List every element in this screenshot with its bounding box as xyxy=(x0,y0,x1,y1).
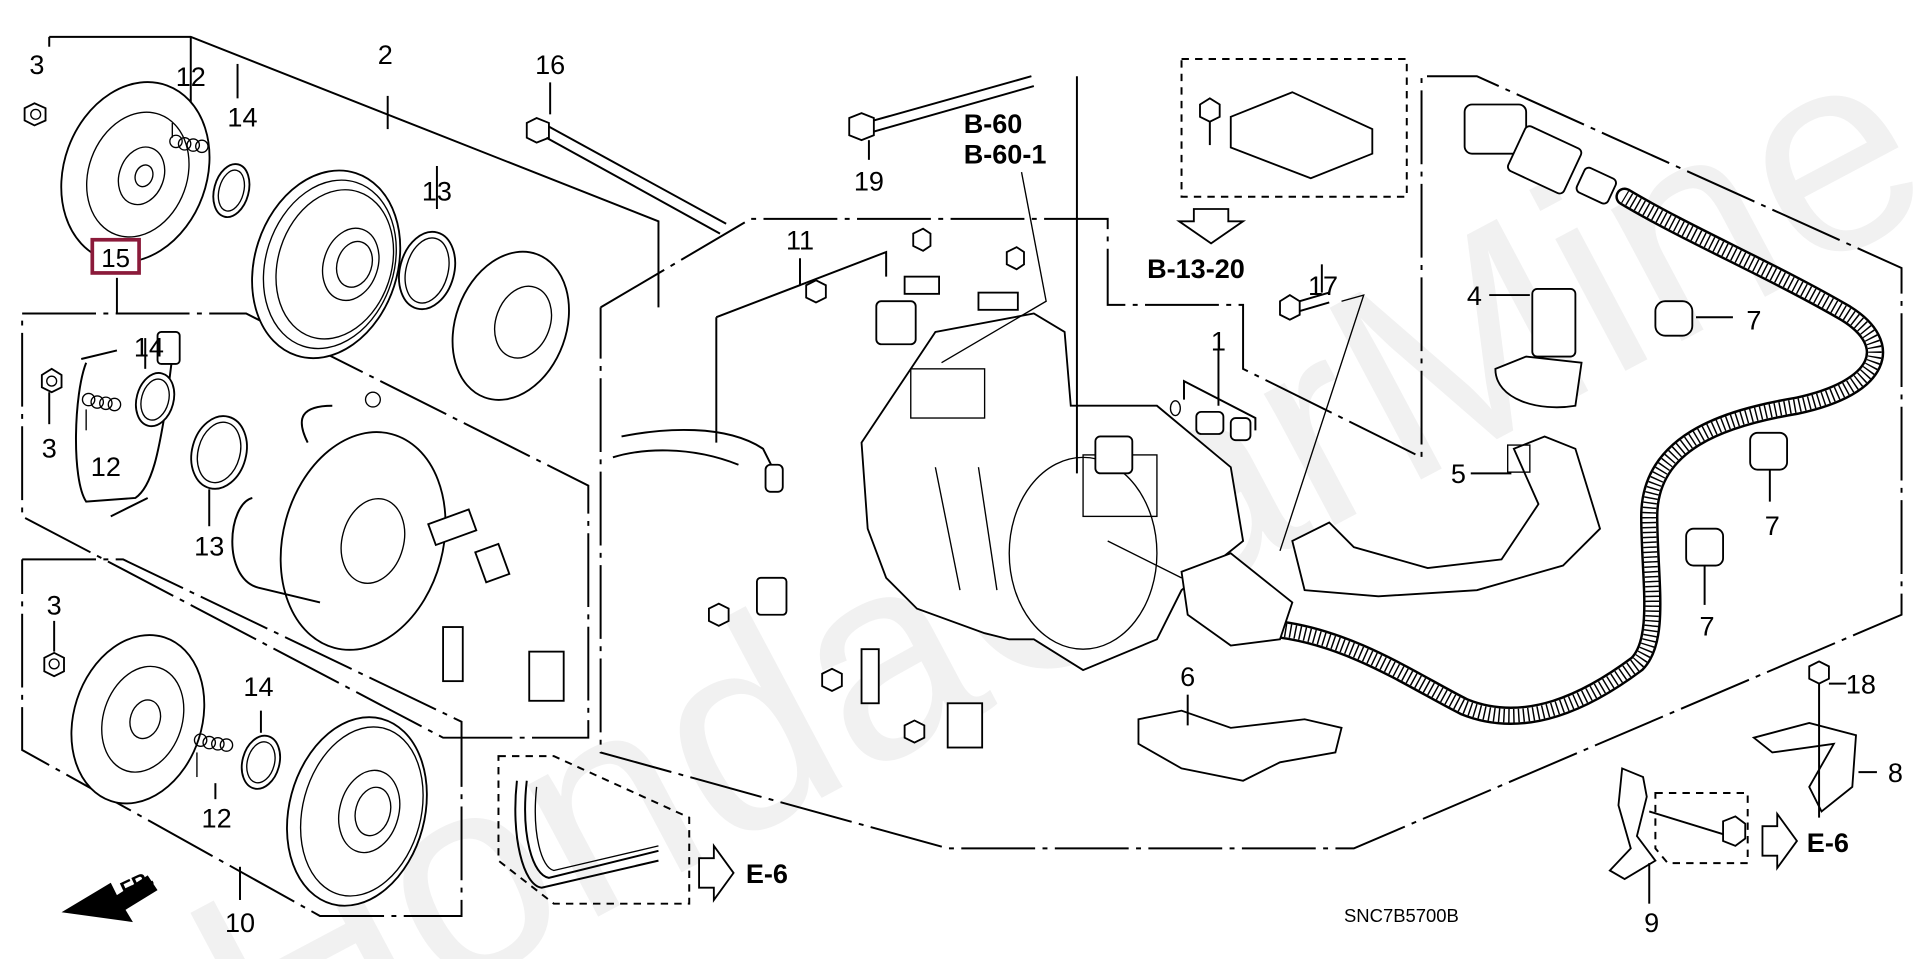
part-hose xyxy=(1270,103,1885,725)
part-field-coil xyxy=(231,391,447,651)
part-drive-belt xyxy=(514,780,659,889)
ref-b13-20[interactable]: B-13-20 xyxy=(1147,254,1245,284)
callout-2: 2 xyxy=(378,40,393,70)
arrow-left-icon xyxy=(61,875,158,923)
arrow-right-icon-bracket xyxy=(1761,811,1799,871)
callout-12-top: 12 xyxy=(176,62,206,92)
callout-11: 11 xyxy=(786,226,814,256)
callout-14-top: 14 xyxy=(227,103,257,133)
part-14-snap-ring-mid xyxy=(134,372,176,428)
bracket-1 xyxy=(1183,379,1257,431)
part-17-bolt xyxy=(1279,291,1330,321)
callout-18: 18 xyxy=(1846,669,1876,699)
callout-9: 9 xyxy=(1644,908,1659,938)
part-13-snap-ring-top xyxy=(398,230,457,311)
part-19-bolt xyxy=(848,75,1035,142)
callout-7a: 7 xyxy=(1746,306,1761,336)
part-14-snap-ring-top xyxy=(212,163,251,218)
callout-1: 1 xyxy=(1211,326,1226,356)
part-armature-plate-bottom xyxy=(70,634,206,805)
part-3-nut-mid xyxy=(40,367,63,394)
part-pulley-bottom xyxy=(286,716,428,907)
frame-belt xyxy=(497,755,691,905)
part-wire-harness-coil xyxy=(75,331,181,518)
part-1-fitting xyxy=(1169,400,1252,442)
callout-8: 8 xyxy=(1888,758,1903,788)
part-8-bracket xyxy=(1751,721,1857,813)
part-11-cable xyxy=(612,429,784,493)
callout-10: 10 xyxy=(225,908,255,938)
diagram-code: SNC7B5700B xyxy=(1344,905,1459,926)
part-16-bolt xyxy=(525,117,727,235)
callout-16: 16 xyxy=(535,50,565,80)
callout-19: 19 xyxy=(854,167,884,197)
pointer-b60 xyxy=(941,172,1047,364)
part-13-snap-ring-mid xyxy=(190,415,248,490)
callout-7c: 7 xyxy=(1700,612,1715,642)
part-7-clip-b xyxy=(1749,431,1789,471)
callout-7b: 7 xyxy=(1765,511,1780,541)
part-4-clamp xyxy=(1494,288,1583,409)
arrow-right-icon-belt xyxy=(698,843,735,903)
arrow-down-icon xyxy=(1176,208,1247,245)
frame-compressor xyxy=(599,75,1903,850)
part-12-shims-top xyxy=(169,122,209,154)
callout-13-mid: 13 xyxy=(194,532,224,562)
part-6-cover xyxy=(1137,709,1343,782)
leader-11 xyxy=(715,250,888,319)
part-coil-brackets xyxy=(427,508,565,702)
callout-3-mid: 3 xyxy=(42,433,57,463)
part-3-nut-bottom xyxy=(43,651,65,678)
part-compressor-body xyxy=(860,312,1245,672)
callout-15: 15 xyxy=(101,245,130,273)
frame-bracket-bolt xyxy=(1654,792,1749,865)
callout-3-top: 3 xyxy=(29,50,44,80)
part-14-snap-ring-bottom xyxy=(240,734,282,790)
part-bracket-clips-top xyxy=(805,227,1025,346)
callout-15-box xyxy=(90,237,141,275)
callout-12-bottom: 12 xyxy=(202,803,232,833)
callout-13-top: 13 xyxy=(422,176,452,206)
frame-clutch-assembly xyxy=(49,35,660,308)
ref-b60-1[interactable]: B-60-1 xyxy=(964,140,1047,170)
callout-14-bottom: 14 xyxy=(243,672,273,702)
part-pulley-top xyxy=(251,169,402,360)
callout-3-bottom: 3 xyxy=(47,591,62,621)
part-field-coil-housing-top xyxy=(451,250,570,401)
frame-field-coil xyxy=(21,312,590,739)
part-7-clip-a xyxy=(1654,300,1694,337)
part-3-nut-top xyxy=(23,102,47,127)
callout-17: 17 xyxy=(1308,271,1338,301)
callout-12-mid: 12 xyxy=(91,452,121,482)
ref-e6-bracket[interactable]: E-6 xyxy=(1807,828,1849,858)
ref-e6-belt[interactable]: E-6 xyxy=(746,859,788,889)
callout-6: 6 xyxy=(1180,662,1195,692)
callout-5: 5 xyxy=(1451,459,1466,489)
part-7-clip-c xyxy=(1685,527,1725,567)
callout-4: 4 xyxy=(1467,281,1482,311)
part-bottom-clips xyxy=(708,576,984,749)
ref-b60[interactable]: B-60 xyxy=(964,109,1023,139)
part-sensor xyxy=(1199,91,1374,180)
pointer-17 xyxy=(1279,294,1365,552)
callout-14-mid: 14 xyxy=(134,333,164,363)
front-arrow: FR. xyxy=(61,867,158,923)
part-compressor-outlet xyxy=(1180,552,1294,647)
frame-sensor xyxy=(1180,58,1408,198)
part-12-shims-bottom xyxy=(193,733,234,778)
part-12-shims-mid xyxy=(81,392,122,431)
frame-clutch-kit xyxy=(21,558,463,917)
part-9-bracket xyxy=(1608,767,1747,881)
part-5-bracket xyxy=(1291,435,1602,598)
part-18-bolt xyxy=(1808,660,1830,818)
